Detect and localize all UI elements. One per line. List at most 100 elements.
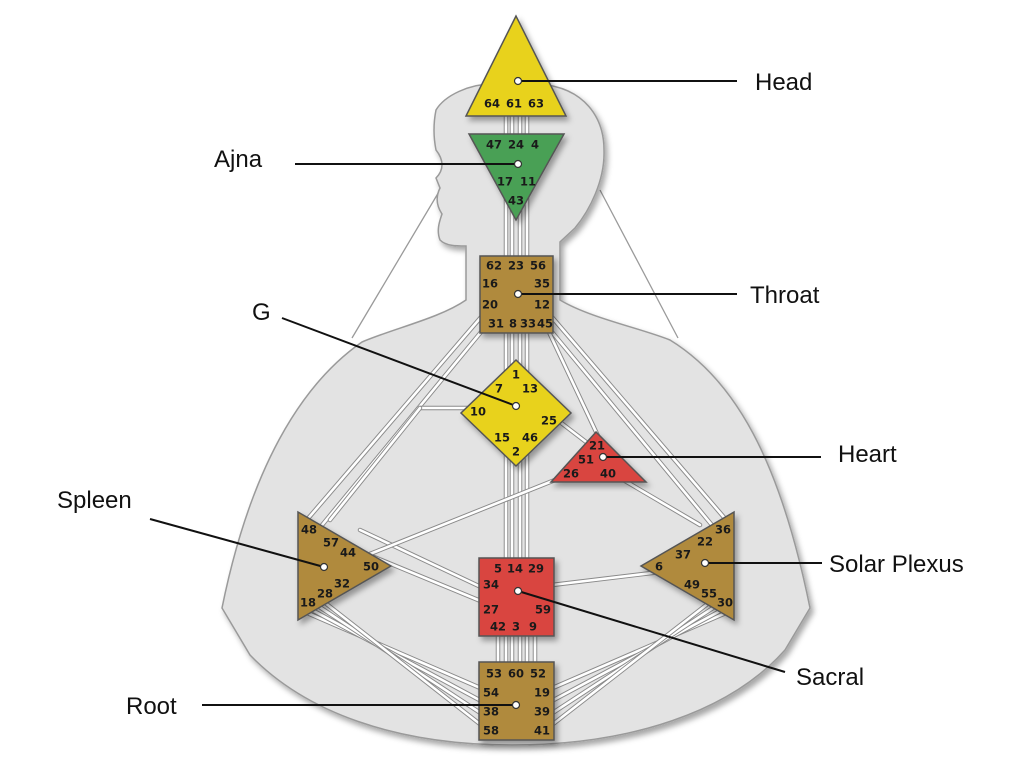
gate-number: 48 (301, 523, 317, 537)
solar-plexus-triangle (639, 510, 735, 622)
gate-number: 22 (697, 535, 713, 549)
channel-line (303, 314, 484, 524)
gate-number: 2 (512, 445, 520, 459)
channel-line (546, 328, 600, 438)
gate-number: 46 (522, 431, 538, 445)
gate-number: 34 (483, 578, 499, 592)
gate-number: 3 (512, 620, 520, 634)
gate-number: 26 (563, 467, 579, 481)
gate-number: 55 (701, 587, 717, 601)
gate-number: 5 (494, 562, 502, 576)
gate-number: 41 (534, 724, 550, 738)
gate-number: 58 (483, 724, 499, 738)
channel-line (328, 406, 422, 522)
gate-number: 28 (317, 587, 333, 601)
gate-number: 8 (509, 317, 517, 331)
gate-number: 35 (534, 277, 550, 291)
gate-number: 54 (483, 686, 499, 700)
gate-number: 24 (508, 138, 524, 152)
gate-number: 50 (363, 560, 379, 574)
channel-line (618, 476, 702, 527)
g-label[interactable]: G (252, 299, 271, 326)
spleen-label[interactable]: Spleen (57, 487, 132, 514)
gate-number: 32 (334, 577, 350, 591)
gate-number: 1 (512, 368, 520, 382)
gate-number: 4 (531, 138, 539, 152)
outline-guides (351, 189, 679, 339)
gate-number: 62 (486, 259, 502, 273)
channel-line (358, 528, 485, 590)
gate-number: 23 (508, 259, 524, 273)
g-center[interactable] (459, 358, 573, 468)
head-gates: 64 61 63 (484, 97, 544, 111)
ajna-label[interactable]: Ajna (214, 146, 263, 173)
heart-gates: 21 51 26 40 (563, 439, 616, 481)
gate-number: 9 (529, 620, 537, 634)
gate-number: 33 (520, 317, 536, 331)
sacral-center[interactable] (478, 557, 555, 637)
gate-number: 49 (684, 578, 700, 592)
channel-line (303, 610, 487, 692)
root-label[interactable]: Root (126, 693, 177, 720)
center-dots (319, 76, 710, 710)
gate-number: 6 (655, 560, 663, 574)
gate-number: 30 (717, 596, 733, 610)
throat-label[interactable]: Throat (750, 282, 820, 309)
solar-plexus-center[interactable] (639, 510, 735, 622)
gate-number: 12 (534, 298, 550, 312)
solar-plexus-label[interactable]: Solar Plexus (829, 551, 964, 578)
heart-label[interactable]: Heart (838, 441, 897, 468)
gate-number: 60 (508, 667, 524, 681)
sacral-square (478, 557, 555, 637)
gate-number: 40 (600, 467, 616, 481)
gate-number: 16 (482, 277, 498, 291)
gate-number: 44 (340, 546, 356, 560)
gate-number: 18 (300, 596, 316, 610)
root-gates: 53 60 52 54 19 38 39 58 41 (483, 667, 550, 738)
channel-line (322, 600, 487, 730)
gate-number: 61 (506, 97, 522, 111)
channel-line (545, 324, 718, 532)
gate-number: 53 (486, 667, 502, 681)
sacral-label[interactable]: Sacral (796, 664, 864, 691)
ajna-triangle (467, 133, 566, 222)
solar-plexus-gates: 36 22 37 6 49 55 30 (655, 523, 733, 610)
gate-number: 47 (486, 138, 502, 152)
spleen-gates: 48 57 44 50 32 28 18 (300, 523, 379, 610)
gate-number: 27 (483, 603, 499, 617)
gate-number: 56 (530, 259, 546, 273)
gate-number: 64 (484, 97, 500, 111)
gate-number: 52 (530, 667, 546, 681)
throat-gates: 62 23 56 16 35 20 12 31 8 33 45 (482, 259, 553, 331)
channel-line (549, 314, 730, 524)
gate-number: 19 (534, 686, 550, 700)
gate-number: 43 (508, 194, 524, 208)
ajna-center[interactable] (467, 133, 566, 222)
g-diamond (459, 358, 573, 468)
channel-line (546, 600, 712, 730)
gate-number: 59 (535, 603, 551, 617)
leader-lines (149, 80, 822, 706)
gate-number: 36 (715, 523, 731, 537)
gate-number: 13 (522, 382, 538, 396)
center-labels: Head Ajna Throat G Heart Spleen Solar Pl… (57, 69, 964, 720)
gate-number: 29 (528, 562, 544, 576)
channel-line (363, 476, 562, 558)
gate-number: 17 (497, 175, 513, 189)
gate-number: 45 (537, 317, 553, 331)
gate-number: 39 (534, 705, 550, 719)
gate-number: 20 (482, 298, 498, 312)
gate-number: 11 (520, 175, 536, 189)
gate-number: 37 (675, 548, 691, 562)
gate-number: 7 (495, 382, 503, 396)
gate-number: 38 (483, 705, 499, 719)
spleen-center[interactable] (297, 510, 393, 622)
g-gates: 1 7 13 10 25 15 46 2 (470, 368, 557, 459)
gate-number: 51 (578, 453, 594, 467)
gate-number: 31 (488, 317, 504, 331)
head-label[interactable]: Head (755, 69, 812, 96)
channel-line (558, 420, 592, 447)
gate-number: 14 (507, 562, 523, 576)
head-center[interactable] (464, 14, 568, 117)
